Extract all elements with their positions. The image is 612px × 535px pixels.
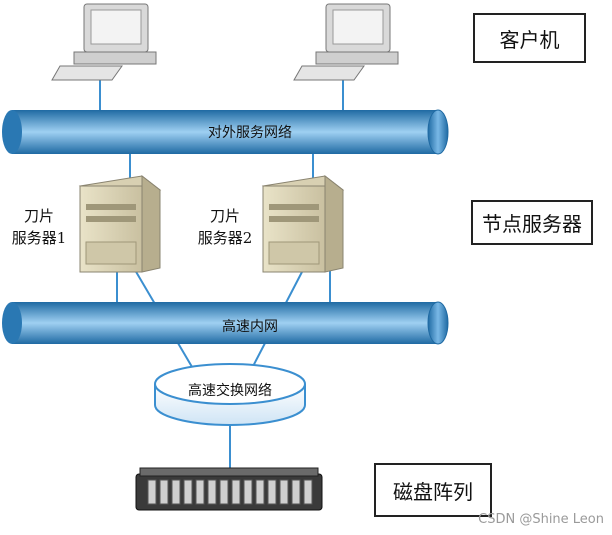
blade-server-1-icon — [78, 174, 162, 273]
node-server-label-box: 节点服务器 — [471, 200, 593, 245]
server-2-caption-line1: 刀片 — [209, 207, 240, 225]
disk-array-label-box: 磁盘阵列 — [374, 463, 492, 517]
server-2-caption: 刀片 服务器2 — [192, 205, 258, 249]
client-computer-icon — [293, 3, 399, 81]
blade-server-2-icon — [261, 174, 345, 273]
external-network-bus — [2, 109, 449, 155]
disk-array-icon — [135, 467, 323, 511]
server-2-caption-line2: 服务器2 — [197, 229, 253, 247]
server-1-caption-line1: 刀片 — [23, 207, 54, 225]
internal-network-label: 高速内网 — [222, 319, 278, 335]
external-network-label: 对外服务网络 — [208, 125, 292, 141]
switch-network-label: 高速交换网络 — [188, 383, 272, 399]
watermark: CSDN @Shine Leon — [478, 512, 604, 527]
server-1-caption: 刀片 服务器1 — [8, 205, 70, 249]
switch-network-ring — [154, 363, 306, 426]
client-computer-icon — [51, 3, 157, 81]
internal-network-bus — [2, 301, 449, 345]
client-label-box: 客户机 — [473, 13, 586, 63]
server-1-caption-line2: 服务器1 — [11, 229, 67, 247]
